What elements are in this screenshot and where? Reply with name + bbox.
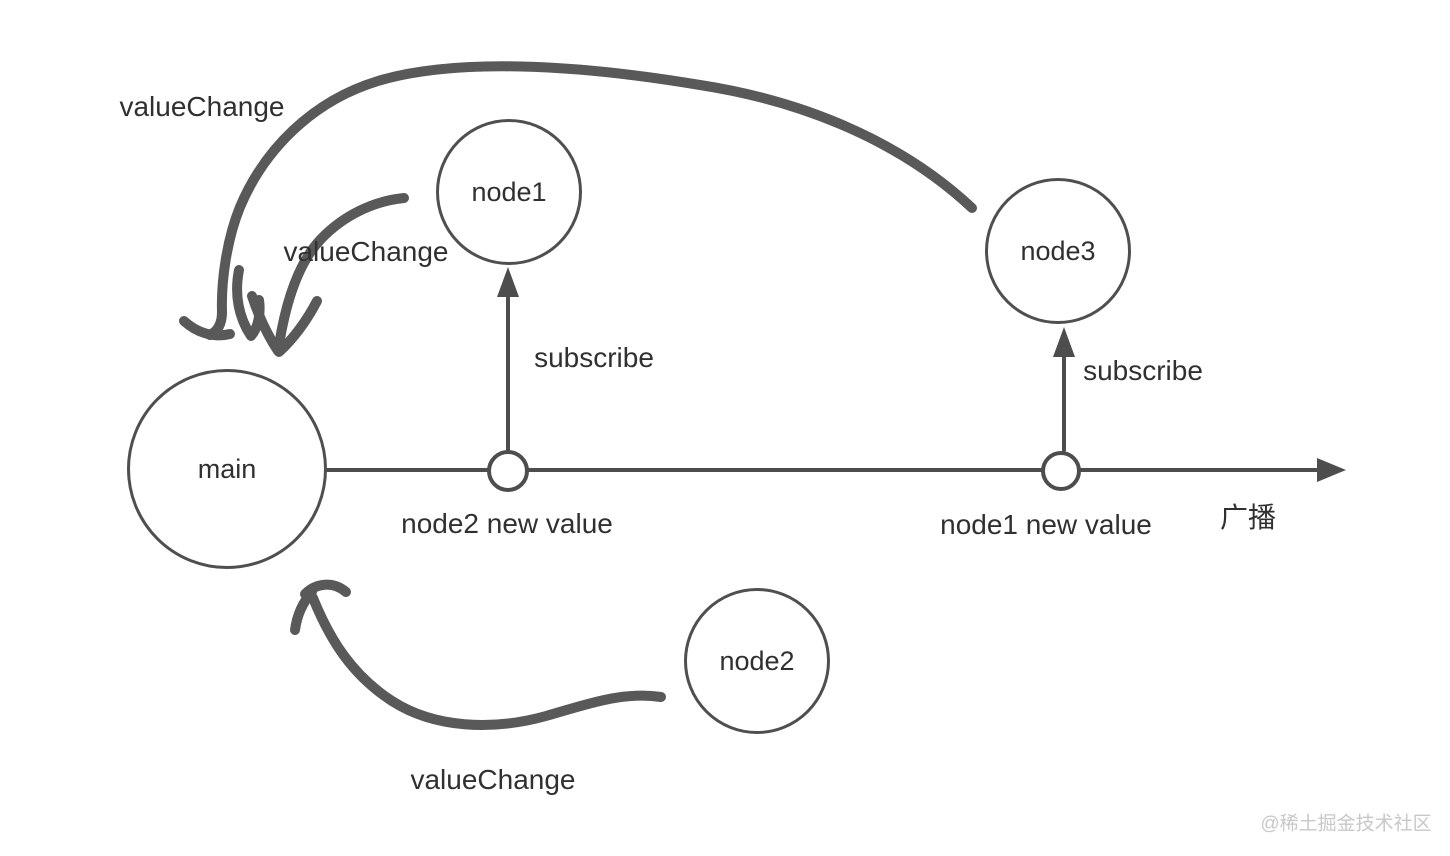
valuechange-label-bottom: valueChange <box>410 764 576 795</box>
subscribe-arrow-node1-arrowhead-icon <box>497 267 519 297</box>
timeline-marker-node2-new-value <box>487 450 529 492</box>
valuechange-label-inner: valueChange <box>283 236 449 267</box>
subscribe-label-node3: subscribe <box>1083 355 1203 386</box>
valuechange-arrow-node2-to-main <box>308 593 666 730</box>
event-label-node1-new-value: node1 new value <box>940 509 1152 540</box>
subscribe-arrow-node3-arrowhead-icon <box>1053 327 1075 357</box>
valuechange-arrow-inner-right-barb <box>274 296 322 357</box>
node-node3: node3 <box>985 178 1131 324</box>
watermark: @稀土掘金技术社区 <box>1260 813 1432 835</box>
node-node2: node2 <box>684 588 830 734</box>
valuechange-arrow-inner-to-main <box>274 193 409 350</box>
valuechange-arrow-inner-left-barb <box>247 291 283 356</box>
valuechange-arrow-node3-to-main <box>205 61 977 340</box>
valuechange-arrow-node3-to-main-barb <box>179 316 235 341</box>
timeline-marker-node1-new-value <box>1041 451 1081 491</box>
valuechange-arrow-node2-arrowhead-icon <box>300 579 351 599</box>
node-node2-label: node2 <box>719 645 795 676</box>
node-main: main <box>127 369 327 569</box>
broadcast-timeline-arrowhead-icon <box>1317 458 1346 482</box>
valuechange-label-top: valueChange <box>119 91 285 122</box>
broadcast-axis-label: 广播 <box>1219 502 1277 533</box>
node-node3-label: node3 <box>1020 235 1096 266</box>
event-label-node2-new-value: node2 new value <box>401 508 613 539</box>
subscribe-label-node1: subscribe <box>534 342 654 373</box>
node-node1-label: node1 <box>471 176 547 207</box>
node-node1: node1 <box>436 119 582 265</box>
node-main-label: main <box>197 453 257 484</box>
